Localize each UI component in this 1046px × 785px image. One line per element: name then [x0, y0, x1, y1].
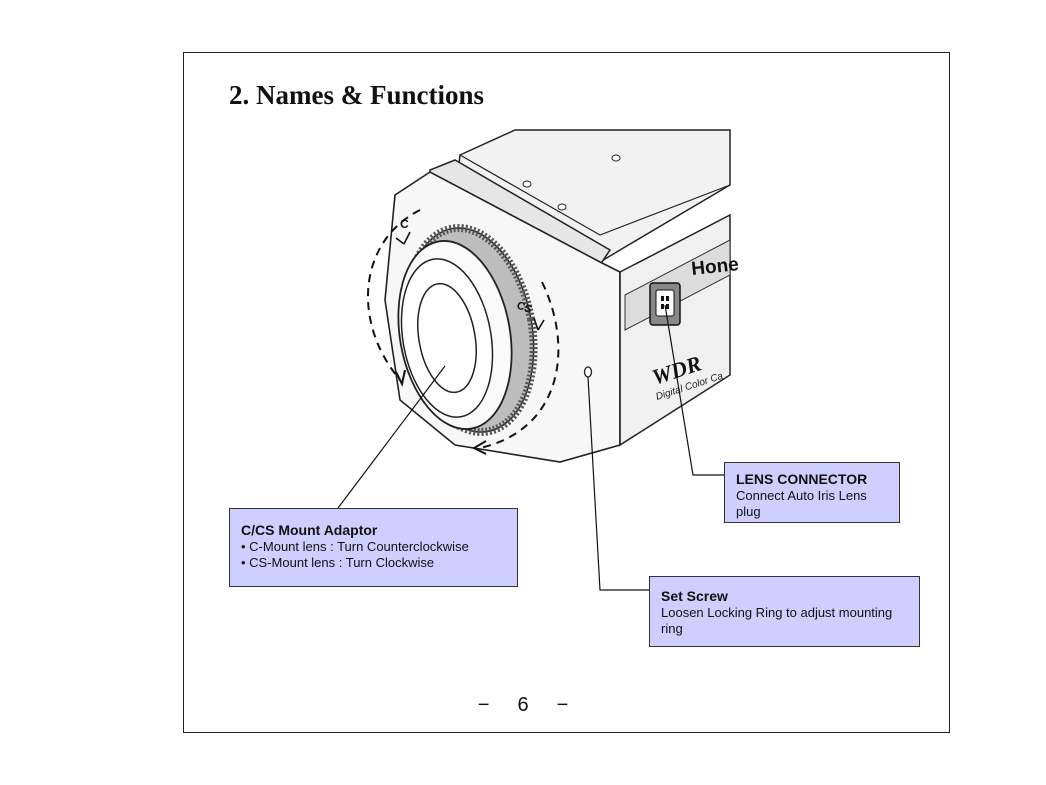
set-screw-heading: Set Screw — [661, 588, 728, 604]
ring-label-cs: CS — [515, 300, 533, 317]
mount-adaptor-callout: C/CS Mount Adaptor • C-Mount lens : Turn… — [229, 508, 518, 587]
set-screw-callout: Set Screw Loosen Locking Ring to adjust … — [649, 576, 920, 647]
lens-connector-line: plug — [736, 504, 761, 519]
page-number-dash-right: − — [556, 694, 569, 716]
mount-adaptor-heading: C/CS Mount Adaptor — [241, 522, 378, 538]
set-screw-line: Loosen Locking Ring to adjust mounting — [661, 605, 893, 620]
lens-connector-line: Connect Auto Iris Lens — [736, 488, 867, 503]
mount-adaptor-leader — [337, 365, 446, 509]
ring-label-c: C — [400, 217, 409, 231]
mount-adaptor-line: • CS-Mount lens : Turn Clockwise — [241, 555, 435, 570]
page-number-dash-left: − — [477, 694, 490, 716]
brand-text: Hone — [690, 254, 739, 280]
set-screw-leader — [587, 376, 649, 591]
set-screw — [583, 366, 593, 378]
mount-adaptor-line: • C-Mount lens : Turn Counterclockwise — [241, 539, 469, 554]
lens-connector-callout: LENS CONNECTOR Connect Auto Iris Lens pl… — [724, 462, 900, 523]
lens-connector-leader — [664, 304, 724, 476]
page-number: − 6 − — [0, 694, 1046, 717]
lens-connector-heading: LENS CONNECTOR — [736, 471, 868, 487]
set-screw-line: ring — [661, 621, 683, 636]
page-number-value: 6 — [517, 694, 529, 716]
page-title: 2. Names & Functions — [229, 80, 484, 110]
